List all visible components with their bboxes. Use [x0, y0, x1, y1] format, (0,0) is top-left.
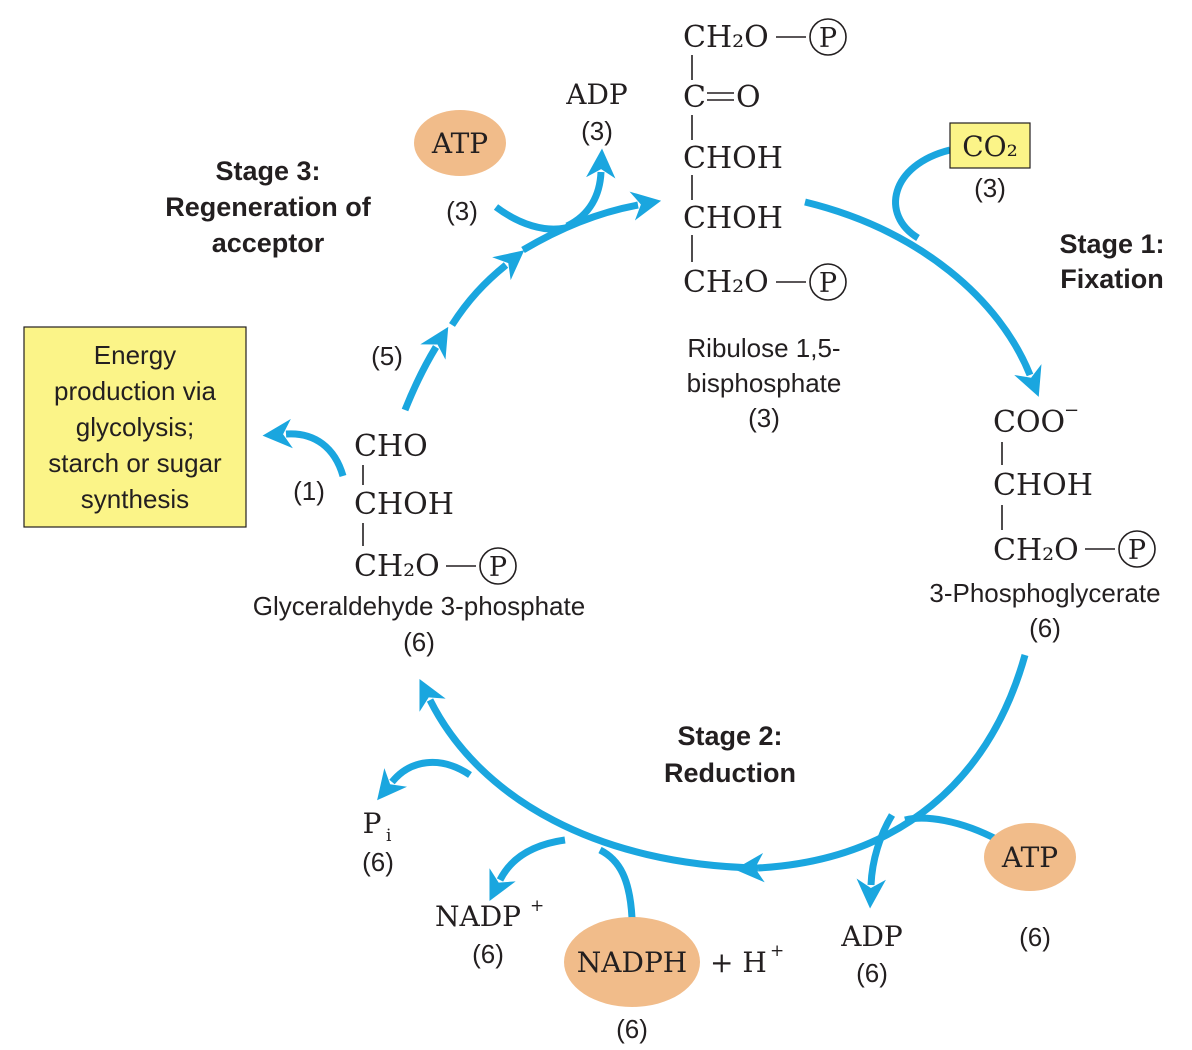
pga-name: 3-Phosphoglycerate [929, 578, 1160, 608]
pi-sub: i [386, 826, 392, 846]
rubp-structure: CH₂O P C O CHOH CHOH CH₂O P Ribulose 1,5… [683, 18, 847, 433]
nadp-count: (6) [472, 939, 504, 969]
atp-stage3-label: ATP [431, 127, 488, 160]
rubp-chohs-1: CHOH [683, 141, 783, 176]
stage3-name-line1: Regeneration of [165, 192, 372, 222]
energy-box-bg [23, 326, 247, 528]
g3p-cho: CHO [354, 429, 428, 464]
export-count: (1) [293, 476, 325, 506]
stage2-cofactors: ATP (6) ADP (6) NADPH + H + (6) NADP + (… [362, 807, 1076, 1044]
pga-structure: COO − CHOH CH₂O P 3-Phosphoglycerate (6) [929, 400, 1160, 643]
energy-production-box: Energy production via glycolysis; starch… [23, 326, 247, 528]
stage3-title: Stage 3: [215, 156, 320, 186]
co2-box [949, 122, 1031, 169]
co2-input: CO₂ (3) [949, 122, 1031, 203]
cycle-arrow-reduction [734, 654, 1029, 883]
energy-line2: production via [54, 376, 216, 406]
energy-line3: glycolysis; [76, 412, 194, 442]
nadph-label: NADPH [577, 946, 687, 979]
rubp-count: (3) [748, 403, 780, 433]
nadp-label: NADP [435, 900, 521, 933]
co2-input-arrow [892, 146, 951, 241]
phosphate-circle-top [809, 18, 847, 56]
stage2-name: Reduction [664, 758, 796, 788]
h-plus-sup: + [770, 941, 784, 961]
pga-count: (6) [1029, 613, 1061, 643]
atp-stage2-label: ATP [1001, 841, 1058, 874]
atp-stage2-count: (6) [1019, 922, 1051, 952]
g3p-phosphate: P [489, 552, 507, 583]
phosphate-circle-bottom [809, 263, 847, 301]
stage2-label: Stage 2: Reduction [664, 721, 796, 788]
rubp-ch2o-top: CH₂O [683, 20, 769, 55]
g3p-name: Glyceraldehyde 3-phosphate [253, 591, 585, 621]
rubp-name-line1: Ribulose 1,5- [687, 333, 840, 363]
pga-coo: COO [993, 405, 1065, 440]
pga-choh: CHOH [993, 468, 1093, 503]
pi-count: (6) [362, 847, 394, 877]
adp-stage2-label: ADP [840, 920, 903, 953]
rubp-phosphate-bottom: P [819, 268, 837, 299]
pga-phosphate: P [1128, 535, 1146, 566]
nadph-oval [564, 917, 700, 1007]
adp-stage2-count: (6) [856, 958, 888, 988]
energy-line1: Energy [94, 340, 176, 370]
cycle-arrow-fixation [804, 198, 1042, 397]
stage3-label: Stage 3: Regeneration of acceptor [165, 156, 372, 258]
rubp-carbonyl-o: O [736, 80, 761, 115]
rubp-carbonyl-c: C [683, 80, 706, 115]
atp-stage3-count: (3) [446, 196, 478, 226]
pi-label: P [363, 807, 382, 840]
cycle-arrow-reduction-2 [419, 678, 759, 872]
h-plus-label: + H [710, 946, 767, 979]
rubp-phosphate-top: P [819, 23, 837, 54]
recycle-count: (5) [371, 341, 403, 371]
co2-label: CO₂ [962, 130, 1018, 163]
cycle-arrow-regeneration-2 [449, 250, 525, 327]
stage2-title: Stage 2: [677, 721, 782, 751]
atp-stage2-input-arrow [904, 814, 1000, 844]
g3p-phosphate-circle [479, 547, 517, 585]
pga-coo-charge: − [1064, 400, 1079, 421]
pga-phosphate-circle [1118, 530, 1156, 568]
nadph-count: (6) [616, 1014, 648, 1044]
nadph-input-arrow [598, 846, 636, 919]
energy-line5: synthesis [81, 484, 189, 514]
nadp-output-arrow [489, 836, 566, 902]
g3p-export-arrow [262, 418, 347, 478]
co2-count: (3) [974, 173, 1006, 203]
cycle-arrow-regeneration-1 [401, 326, 449, 412]
energy-line4: starch or sugar [48, 448, 222, 478]
atp-stage2-oval [984, 823, 1076, 891]
stage1-title: Stage 1: [1059, 229, 1164, 259]
rubp-ch2o-bottom: CH₂O [683, 265, 769, 300]
g3p-ch2o: CH₂O [354, 549, 440, 584]
rubp-name-line2: bisphosphate [687, 368, 842, 398]
g3p-choh: CHOH [354, 487, 454, 522]
stage1-name: Fixation [1060, 264, 1164, 294]
nadp-sup: + [530, 896, 544, 916]
adp-stage3-count: (3) [581, 116, 613, 146]
rubp-chohs-2: CHOH [683, 201, 783, 236]
adp-stage2-output-arrow [856, 813, 896, 909]
adp-stage3-label: ADP [565, 78, 628, 111]
atp-stage3-oval [414, 110, 506, 176]
stage3-name-line2: acceptor [212, 228, 325, 258]
pi-output-arrow [377, 758, 472, 801]
adp-stage3-output-arrow [565, 148, 616, 230]
atp-stage3-input-arrow [493, 204, 566, 233]
stage3-cofactors: ATP (3) ADP (3) (5) (1) [293, 78, 628, 506]
g3p-count: (6) [403, 627, 435, 657]
pga-ch2o: CH₂O [993, 533, 1079, 568]
g3p-structure: CHO CHOH CH₂O P Glyceraldehyde 3-phospha… [253, 429, 585, 657]
stage1-label: Stage 1: Fixation [1059, 229, 1164, 294]
